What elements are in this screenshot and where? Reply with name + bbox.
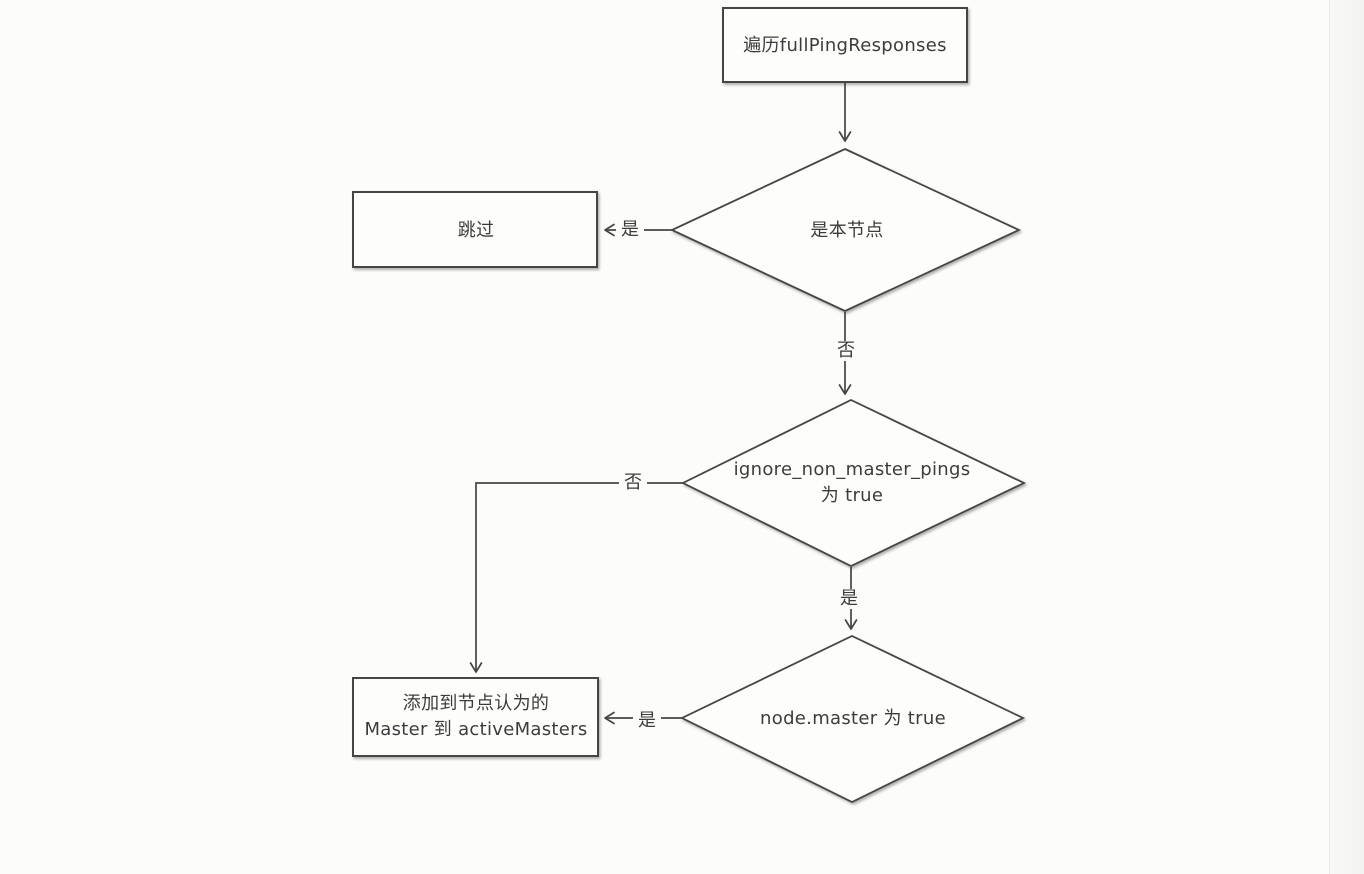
decision-diamond-is-local bbox=[669, 148, 1022, 312]
decision-diamond-node-master bbox=[679, 635, 1026, 804]
add-master-label-line1: 添加到节点认为的 bbox=[402, 693, 550, 714]
node-master-node-label: node.master 为 true bbox=[760, 708, 946, 729]
decision-diamond-ignore-pings bbox=[680, 398, 1027, 568]
edge-label-ignore-pings-no: 否 bbox=[619, 473, 647, 493]
ignore-pings-label-line2: 为 true bbox=[820, 485, 884, 506]
is-local-node-label: 是本节点 bbox=[810, 220, 884, 241]
process-box-skip bbox=[352, 191, 598, 268]
edge-label-is-local-no: 否 bbox=[832, 341, 860, 361]
edge-label-is-local-yes: 是 bbox=[616, 220, 644, 240]
ignore-pings-label-line1: ignore_non_master_pings bbox=[733, 459, 971, 480]
scanned-page-edge bbox=[1329, 0, 1364, 874]
process-box-start bbox=[722, 7, 968, 83]
skip-node-label: 跳过 bbox=[457, 220, 495, 241]
ignore-pings-node-label: ignore_non_master_pings 为 true bbox=[734, 457, 971, 509]
add-master-label-line2: Master 到 activeMasters bbox=[364, 719, 588, 740]
node-shape-group bbox=[352, 7, 1027, 804]
edge-label-ignore-pings-yes: 是 bbox=[835, 589, 863, 609]
process-box-add-master bbox=[352, 677, 599, 757]
add-master-node-label: 添加到节点认为的 Master 到 activeMasters bbox=[364, 691, 587, 743]
connector-ignore-pings-no-to-add-master bbox=[469, 482, 683, 673]
edge-label-node-master-yes: 是 bbox=[633, 711, 661, 731]
start-node-label: 遍历fullPingResponses bbox=[743, 35, 947, 56]
